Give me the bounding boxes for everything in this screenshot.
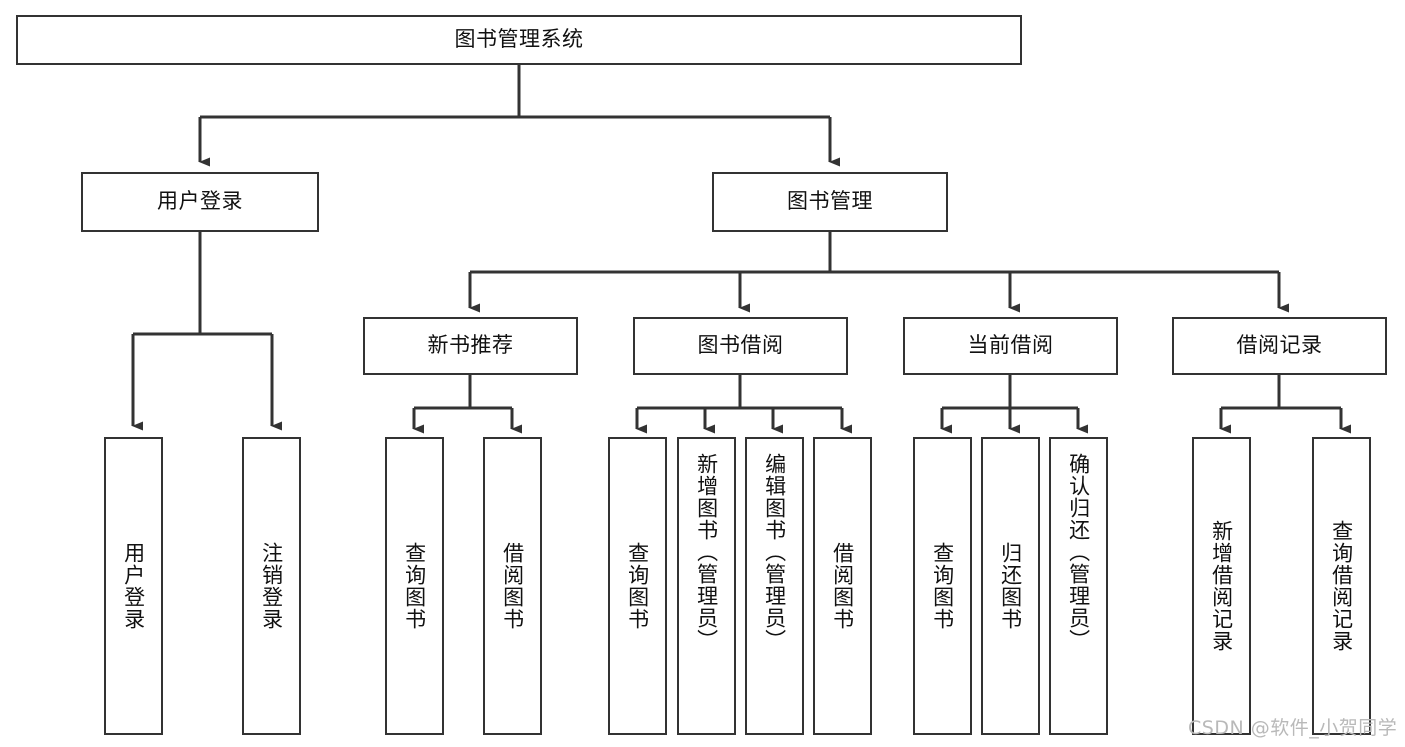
edges-userlogin-to-leaves bbox=[131, 232, 282, 431]
leaf-edit-book-admin[interactable]: 编辑图书（管理员） bbox=[745, 437, 804, 735]
leaf-query-borrow-record-label: 查询借阅记录 bbox=[1329, 520, 1354, 652]
leaf-add-book-admin-label: 新增图书（管理员） bbox=[694, 453, 719, 651]
leaf-query-book-current[interactable]: 查询图书 bbox=[913, 437, 972, 735]
node-user-login-label: 用户登录 bbox=[157, 189, 243, 214]
node-current-borrow-label: 当前借阅 bbox=[967, 333, 1054, 358]
leaf-borrow-book-borrow[interactable]: 借阅图书 bbox=[813, 437, 872, 735]
leaf-query-borrow-record[interactable]: 查询借阅记录 bbox=[1312, 437, 1371, 735]
node-borrow-record[interactable]: 借阅记录 bbox=[1172, 317, 1387, 375]
leaf-borrow-book-recommend[interactable]: 借阅图书 bbox=[483, 437, 542, 735]
leaf-query-book-current-label: 查询图书 bbox=[930, 542, 955, 630]
leaf-query-book-borrow-label: 查询图书 bbox=[625, 542, 650, 630]
leaf-query-book-borrow[interactable]: 查询图书 bbox=[608, 437, 667, 735]
leaf-confirm-return-admin-label: 确认归还（管理员） bbox=[1066, 453, 1091, 651]
edges-newbook-to-leaves bbox=[412, 375, 522, 434]
leaf-query-book-recommend[interactable]: 查询图书 bbox=[385, 437, 444, 735]
leaf-confirm-return-admin[interactable]: 确认归还（管理员） bbox=[1049, 437, 1108, 735]
leaf-query-book-recommend-label: 查询图书 bbox=[402, 542, 427, 630]
leaf-logout-login-label: 注销登录 bbox=[259, 542, 284, 630]
edges-borrowrecord-to-leaves bbox=[1219, 375, 1351, 434]
node-book-borrow-label: 图书借阅 bbox=[697, 333, 784, 358]
leaf-user-login[interactable]: 用户登录 bbox=[104, 437, 163, 735]
node-new-book-recommend[interactable]: 新书推荐 bbox=[363, 317, 578, 375]
leaf-logout-login[interactable]: 注销登录 bbox=[242, 437, 301, 735]
edges-bookborrow-to-leaves bbox=[635, 375, 852, 434]
csdn-watermark: CSDN @软件_小贺同学 bbox=[1188, 717, 1398, 739]
edges-bookmanage-to-level3 bbox=[468, 232, 1289, 313]
node-book-borrow[interactable]: 图书借阅 bbox=[633, 317, 848, 375]
leaf-return-book[interactable]: 归还图书 bbox=[981, 437, 1040, 735]
node-book-manage-label: 图书管理 bbox=[787, 189, 873, 214]
node-new-book-recommend-label: 新书推荐 bbox=[427, 333, 514, 358]
leaf-borrow-book-borrow-label: 借阅图书 bbox=[830, 542, 855, 630]
leaf-borrow-book-recommend-label: 借阅图书 bbox=[500, 542, 525, 630]
leaf-return-book-label: 归还图书 bbox=[998, 542, 1023, 630]
leaf-add-book-admin[interactable]: 新增图书（管理员） bbox=[677, 437, 736, 735]
node-root-system-label: 图书管理系统 bbox=[454, 27, 584, 52]
edges-currentborrow-to-leaves bbox=[940, 375, 1088, 434]
edges-root-to-level2 bbox=[198, 65, 840, 167]
leaf-add-borrow-record[interactable]: 新增借阅记录 bbox=[1192, 437, 1251, 735]
leaf-edit-book-admin-label: 编辑图书（管理员） bbox=[762, 453, 787, 651]
node-user-login[interactable]: 用户登录 bbox=[81, 172, 319, 232]
leaf-user-login-label: 用户登录 bbox=[121, 542, 146, 630]
node-book-manage[interactable]: 图书管理 bbox=[712, 172, 948, 232]
node-root-system[interactable]: 图书管理系统 bbox=[16, 15, 1022, 65]
node-current-borrow[interactable]: 当前借阅 bbox=[903, 317, 1118, 375]
leaf-add-borrow-record-label: 新增借阅记录 bbox=[1209, 520, 1234, 652]
node-borrow-record-label: 借阅记录 bbox=[1236, 333, 1323, 358]
